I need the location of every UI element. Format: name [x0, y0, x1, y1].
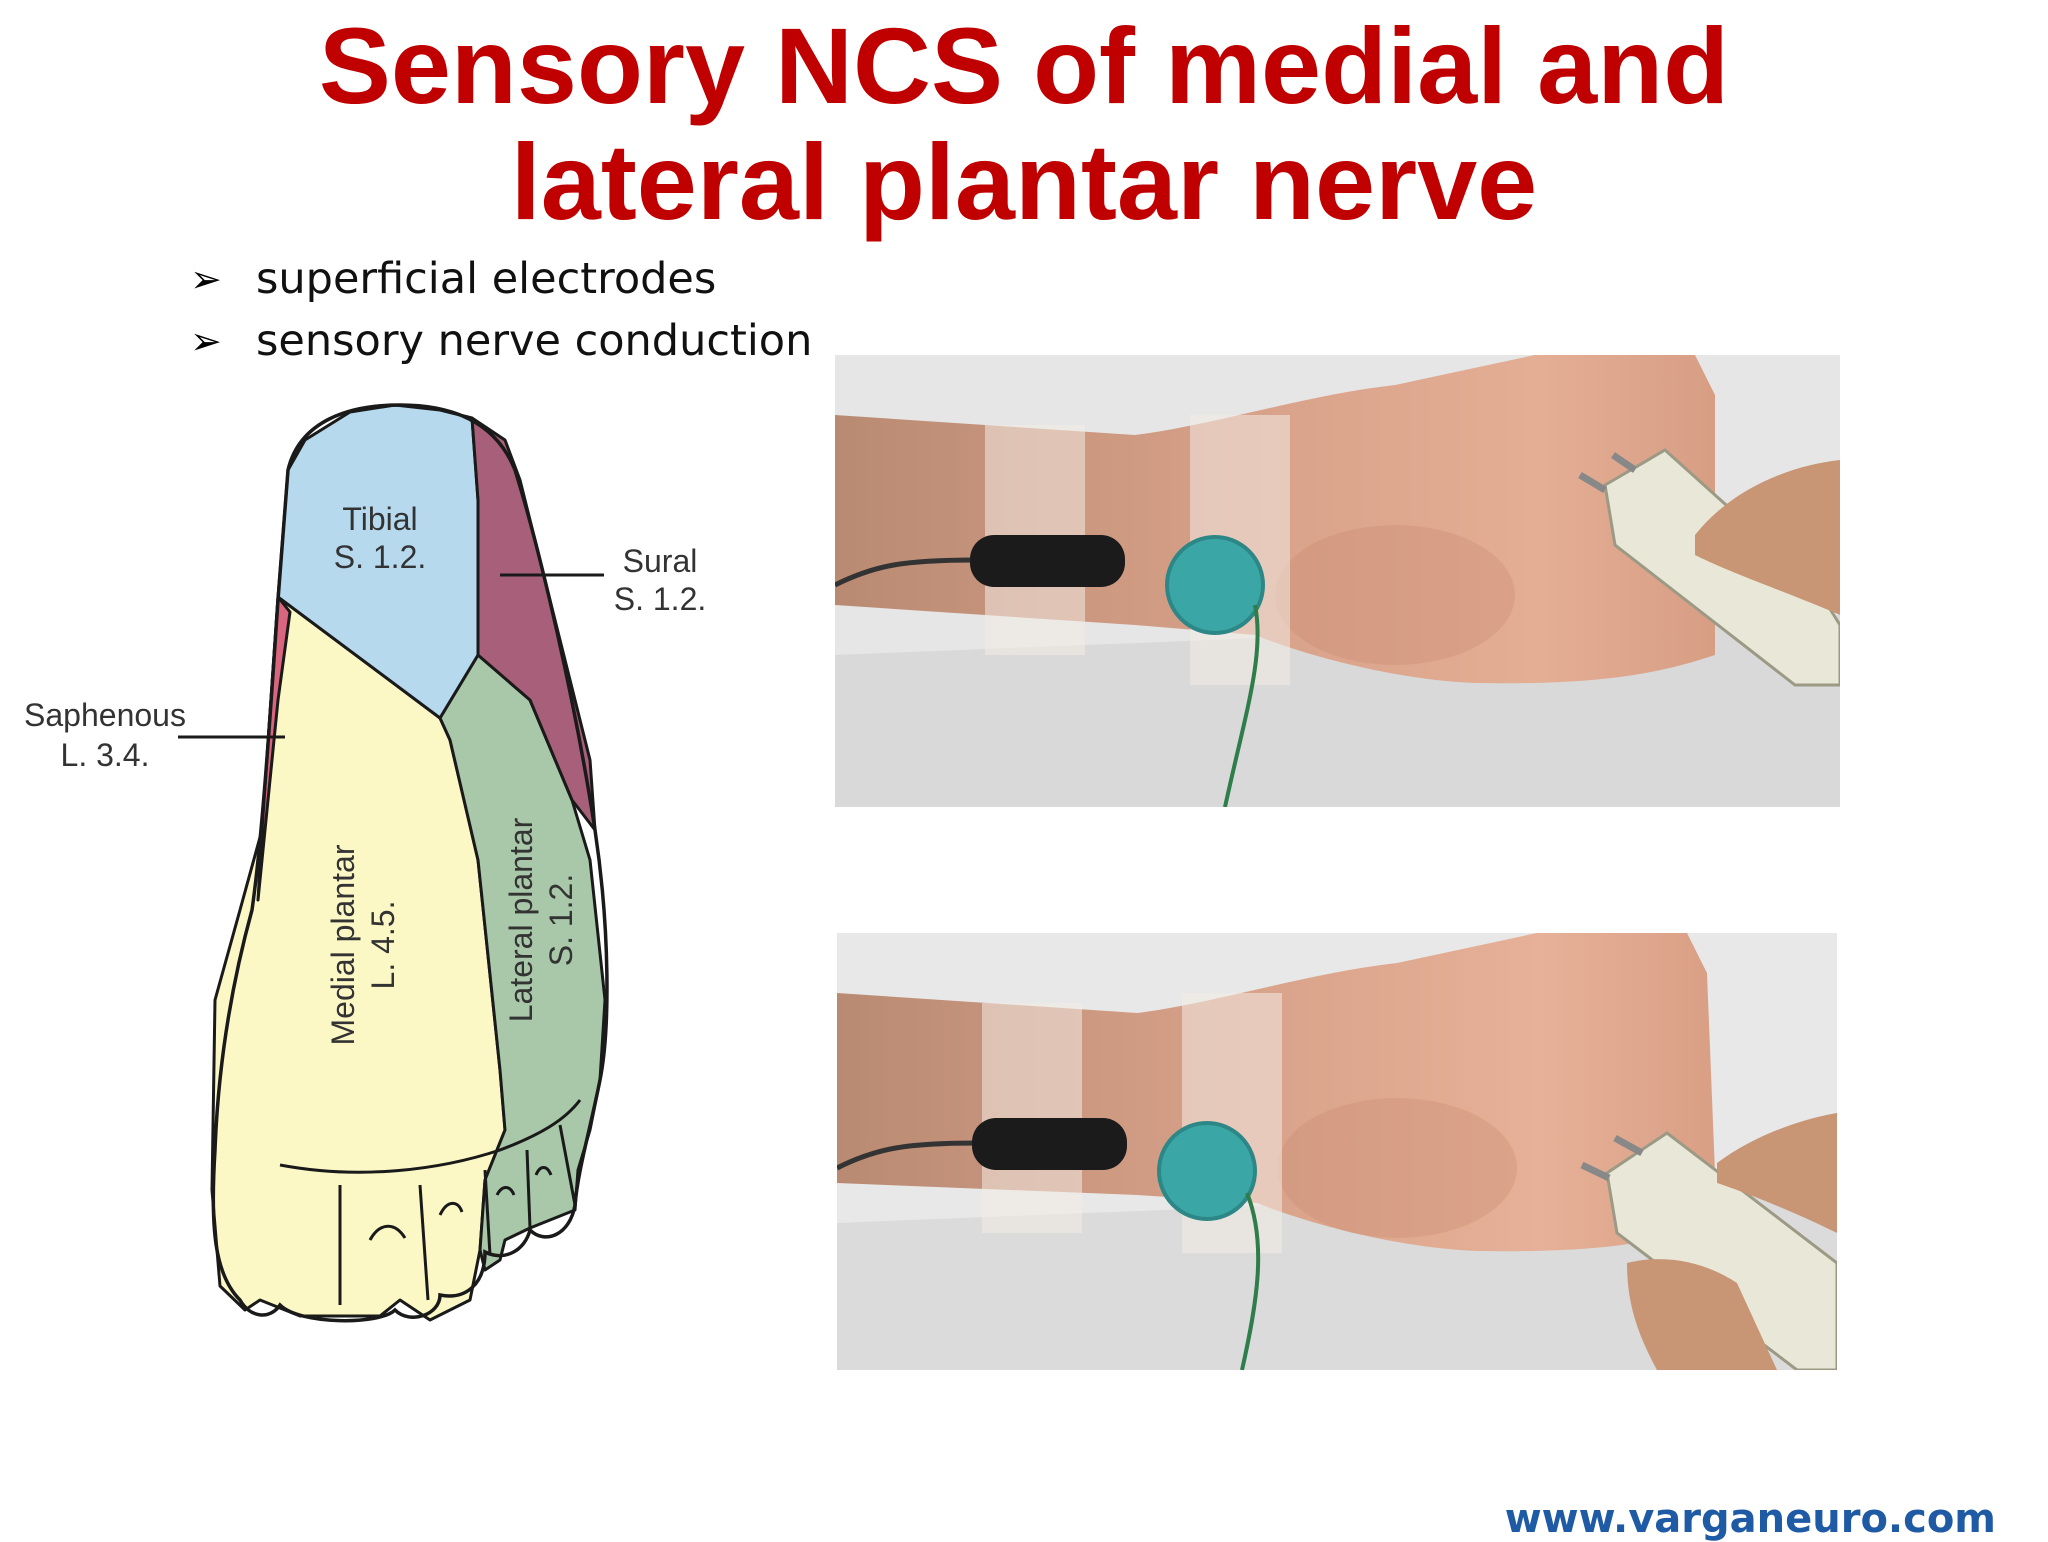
arrow-bullet-icon: ➢: [190, 319, 222, 363]
bullet-text: superficial electrodes: [256, 254, 717, 304]
foot-outline: [211, 403, 609, 1323]
active-electrode-icon: [972, 1118, 1127, 1170]
bullet-item: ➢ sensory nerve conduction: [190, 310, 812, 372]
stimulation-photo-lateral: [837, 933, 1837, 1370]
title-line-1: Sensory NCS of medial and: [318, 5, 1730, 126]
bullet-text: sensory nerve conduction: [256, 316, 813, 366]
ground-cable: [1240, 1192, 1261, 1370]
saphenous-root-label: L. 3.4.: [61, 737, 150, 773]
tibial-root-label: S. 1.2.: [334, 539, 427, 575]
bullet-list: ➢ superficial electrodes ➢ sensory nerve…: [190, 248, 812, 372]
toe-line: [279, 1099, 582, 1174]
slide-title: Sensory NCS of medial and lateral planta…: [0, 8, 2048, 240]
hand: [1695, 460, 1840, 615]
hand: [1627, 1259, 1777, 1370]
toe-nail: [534, 1166, 553, 1176]
toe-nail: [495, 1186, 516, 1196]
medial-plantar-root-label: L. 4.5.: [365, 901, 401, 990]
arrow-bullet-icon: ➢: [190, 257, 222, 301]
ground-cable: [1223, 604, 1260, 807]
stimulator-prong: [1578, 471, 1607, 494]
toe-divider: [558, 1124, 577, 1206]
toe-divider: [418, 1184, 430, 1301]
heel-shadow: [1275, 525, 1515, 665]
stimulator-prong: [1613, 1134, 1644, 1157]
footer-website-link[interactable]: www.varganeuro.com: [1504, 1496, 1996, 1542]
medial-plantar-label: Medial plantar: [325, 844, 361, 1045]
toe-divider: [525, 1149, 532, 1229]
electrode-cable: [837, 1140, 978, 1171]
lateral-plantar-label: Lateral plantar: [503, 817, 539, 1022]
ground-electrode-icon: [1165, 535, 1265, 635]
stimulator-prong: [1580, 1161, 1611, 1182]
lateral-plantar-root-label: S. 1.2.: [543, 874, 579, 967]
electrode-cable: [835, 557, 976, 588]
sural-label: Sural: [623, 543, 698, 579]
stimulation-photo-medial: [835, 355, 1840, 807]
stimulator-probe-icon: [1605, 1131, 1837, 1370]
hand: [1717, 1113, 1837, 1233]
stimulator-prong: [1611, 452, 1637, 473]
saphenous-label: Saphenous: [24, 697, 186, 733]
sural-root-label: S. 1.2.: [614, 581, 707, 617]
bullet-item: ➢ superficial electrodes: [190, 248, 812, 310]
title-line-2: lateral plantar nerve: [510, 121, 1538, 242]
foot-dermatome-diagram: Tibial S. 1.2. Sural S. 1.2. Saphenous L…: [24, 403, 707, 1323]
heel-shadow: [1277, 1098, 1517, 1238]
toe-divider: [483, 1169, 492, 1256]
tibial-label: Tibial: [342, 501, 417, 537]
toe-nail: [438, 1201, 464, 1216]
active-electrode-icon: [970, 535, 1125, 587]
toe-nail: [368, 1224, 407, 1241]
ground-electrode-icon: [1157, 1121, 1257, 1221]
